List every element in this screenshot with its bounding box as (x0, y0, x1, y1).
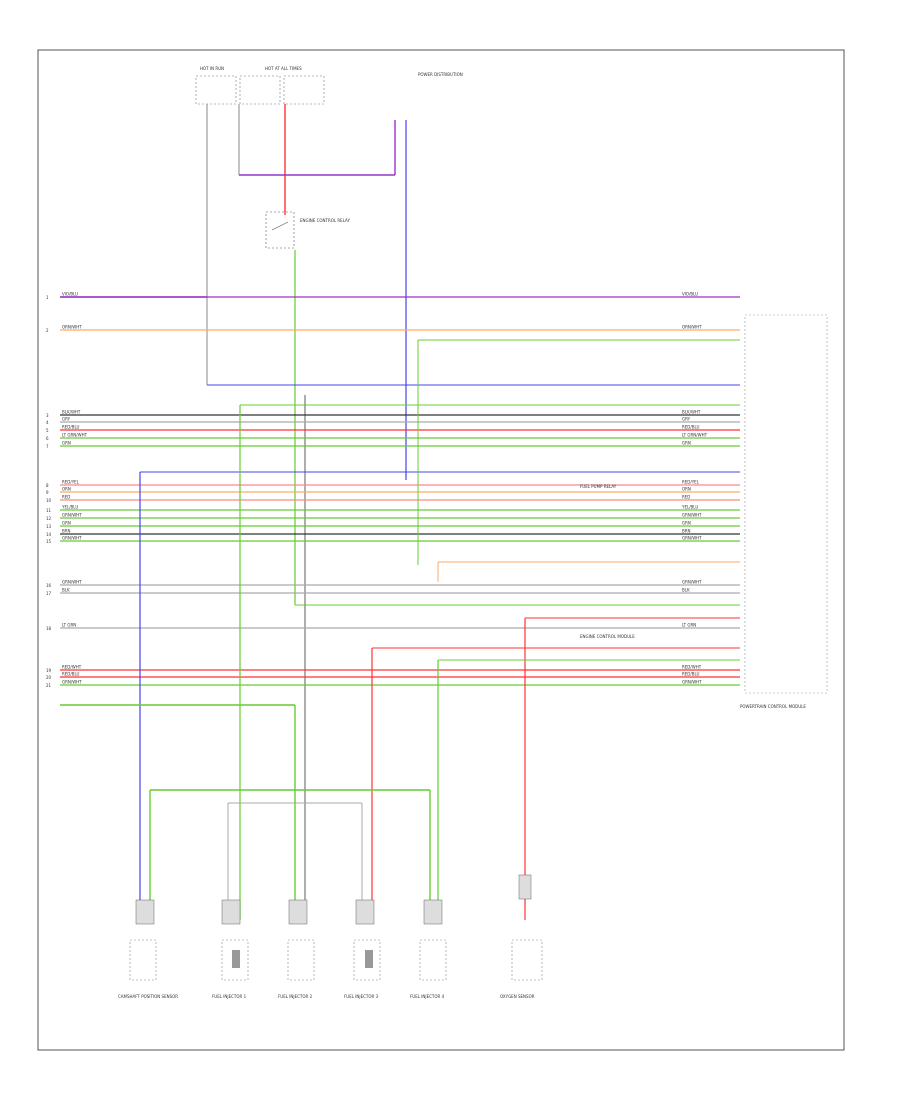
wire-pin: 20 (46, 675, 52, 680)
wire-label: LT GRN/WHT (62, 433, 88, 438)
wire-label: GRN/WHT (62, 536, 82, 541)
wire-label-right: RED/BLU (682, 425, 700, 430)
wire-label: LT GRN (62, 623, 76, 628)
wire-label: RED/BLU (62, 425, 80, 430)
component-label: POWERTRAIN CONTROL MODULE (740, 704, 806, 709)
relay-symbol (265, 211, 295, 249)
top-label: POWER DISTRIBUTION (418, 72, 463, 77)
wire-label-right: YEL/BLU (681, 505, 698, 510)
wire-pin: 1 (46, 295, 49, 300)
wire-label: BLK/WHT (62, 410, 81, 415)
wire-pin: 10 (46, 498, 52, 503)
wire-pin: 4 (46, 420, 49, 425)
wire-pin: 14 (46, 532, 52, 537)
wire-pin: 9 (46, 490, 49, 495)
component-label: FUEL PUMP RELAY (580, 484, 617, 489)
wire-pin: 6 (46, 436, 49, 441)
wire-label-right: GRN (682, 441, 691, 446)
component-row (129, 939, 543, 981)
bottom-label: OXYGEN SENSOR (500, 994, 535, 999)
fuse-block (195, 75, 325, 105)
bottom-label: FUEL INJECTOR 1 (212, 994, 247, 999)
connector-row (135, 874, 532, 925)
wire-label: YEL/BLU (61, 505, 78, 510)
wire-pin: 8 (46, 483, 49, 488)
wire-label: GRN/WHT (62, 513, 82, 518)
wire-label-right: GRN (682, 521, 691, 526)
wire-label-right: BRN (682, 529, 691, 534)
wire-label: ORN (62, 487, 71, 492)
wire-pin: 2 (46, 328, 49, 333)
bottom-label: FUEL INJECTOR 3 (344, 994, 379, 999)
wire-pin: 12 (46, 516, 52, 521)
wire-label: GRN (62, 441, 71, 446)
wire-label: RED/YEL (62, 480, 80, 485)
bottom-label: CAMSHAFT POSITION SENSOR (118, 994, 178, 999)
wire-label-right: BLK (682, 588, 690, 593)
wire-label-right: GRN/WHT (682, 680, 702, 685)
wire-pin: 18 (46, 626, 52, 631)
component-label: ENGINE CONTROL MODULE (580, 634, 635, 639)
wire-label-right: RED (682, 495, 690, 500)
wire-label: VIO/BLU (62, 292, 78, 297)
wire-label-right: GRN/WHT (682, 513, 702, 518)
component-label: ENGINE CONTROL RELAY (300, 218, 350, 223)
wire-label-right: ORN/WHT (682, 325, 702, 330)
wire-label: GRN/WHT (62, 580, 82, 585)
bottom-label: FUEL INJECTOR 2 (278, 994, 313, 999)
wire-label-right: GRN/WHT (682, 536, 702, 541)
wire-pin: 21 (46, 683, 52, 688)
wire-label-right: GRY (682, 417, 691, 422)
wire-harness: 1 VIO/BLU VIO/BLU 2 ORN/WHT ORN/WHT 3 BLK/WHT BL… (46, 292, 740, 688)
top-label: HOT IN RUN (200, 66, 224, 71)
top-label: HOT AT ALL TIMES (265, 66, 302, 71)
wire-pin: 13 (46, 524, 52, 529)
wire-label-right: BLK/WHT (682, 410, 701, 415)
wire-label: RED/WHT (62, 665, 82, 670)
module-box (744, 314, 828, 694)
wire-label-right: RED/YEL (682, 480, 700, 485)
wire-label: GRN/WHT (62, 680, 82, 685)
bottom-label: FUEL INJECTOR 4 (410, 994, 445, 999)
wire-pin: 17 (46, 591, 52, 596)
wire-pin: 7 (46, 444, 49, 449)
diagram-border (37, 49, 845, 1051)
wire-label-right: LT GRN (682, 623, 696, 628)
wire-label: BLK (62, 588, 70, 593)
wire-label: RED (62, 495, 70, 500)
wire-pin: 15 (46, 539, 52, 544)
component-body (232, 950, 373, 968)
wire-label: ORN/WHT (62, 325, 82, 330)
wire-label: RED/BLU (62, 672, 80, 677)
wire-label-right: RED/WHT (682, 665, 702, 670)
wire-pin: 11 (46, 508, 52, 513)
wire-pin: 5 (46, 428, 49, 433)
wire-label-right: GRN/WHT (682, 580, 702, 585)
wire-label: GRN (62, 521, 71, 526)
wire-pin: 3 (46, 413, 49, 418)
wire-label-right: ORN (682, 487, 691, 492)
wire-label-right: VIO/BLU (682, 292, 698, 297)
wire-label: BRN (62, 529, 71, 534)
wire-label-right: RED/BLU (682, 672, 700, 677)
wire-label-right: LT GRN/WHT (682, 433, 708, 438)
wire-label: GRY (62, 417, 71, 422)
wire-pin: 16 (46, 583, 52, 588)
wire-pin: 19 (46, 668, 52, 673)
